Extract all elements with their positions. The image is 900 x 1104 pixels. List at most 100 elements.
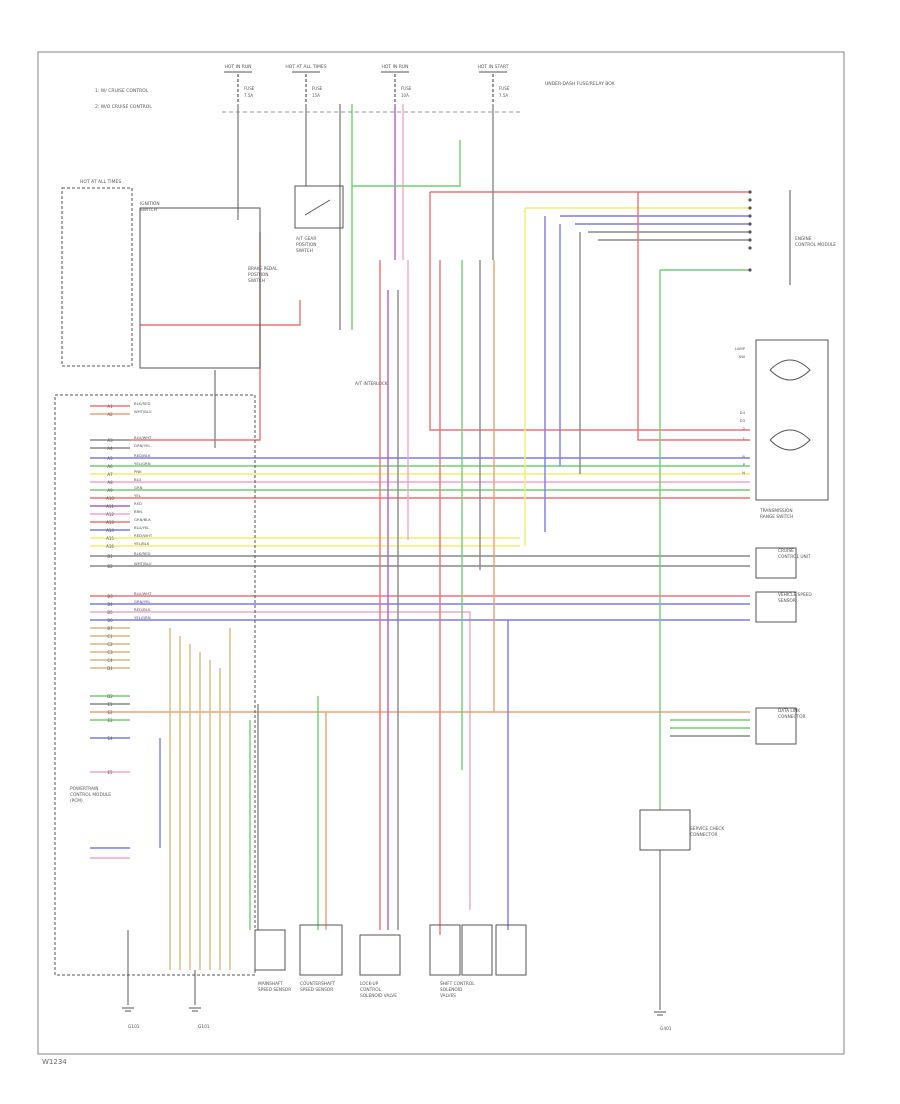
pcm-frame bbox=[54, 394, 256, 976]
pcm-pin-label: A4 bbox=[107, 446, 113, 451]
gear-switch-box bbox=[755, 339, 829, 501]
pcm-wire-code: RED/BLK bbox=[134, 453, 151, 458]
pcm-pin-label: A9 bbox=[107, 488, 113, 493]
component-label-pcm: POWERTRAIN bbox=[70, 786, 98, 792]
pcm-wire-code: YEL/BLK bbox=[134, 541, 150, 546]
pcm-wire-code: BLU bbox=[134, 477, 142, 482]
pcm-wire-code: GRN bbox=[134, 485, 143, 490]
fuse-3-label: HOT IN RUN bbox=[381, 64, 408, 70]
pcm-pin-label: A7 bbox=[107, 472, 113, 477]
gear-switch-pin-label: 1 bbox=[743, 436, 746, 441]
component-label-gear-switch: TRANSMISSION bbox=[759, 508, 793, 514]
component-label-lockup: CONTROL bbox=[360, 987, 382, 993]
component-label-pcm: CONTROL MODULE bbox=[70, 792, 111, 798]
component-label-ground-1: G101 bbox=[128, 1024, 140, 1030]
pcm-wire-code: YEL/GRN bbox=[134, 615, 151, 620]
diagram-frame bbox=[37, 51, 845, 1055]
pcm-wire-code: RED bbox=[134, 501, 142, 506]
wire-red-gear-2 bbox=[637, 192, 750, 441]
component-label-ground-2: G101 bbox=[198, 1024, 210, 1030]
counter-shaft-box bbox=[299, 924, 343, 976]
fuse-4-amp: 7.5A bbox=[499, 93, 508, 98]
pcm-pin-label: C3 bbox=[107, 650, 113, 655]
gear-switch-pin-label: P bbox=[743, 462, 746, 467]
pcm-wire-code: YEL/GRN bbox=[134, 461, 151, 466]
pcm-pin-label: A1 bbox=[107, 404, 113, 409]
connector-pin bbox=[748, 190, 752, 194]
footer-code: W1234 bbox=[42, 1058, 67, 1066]
pcm-pin-label: A5 bbox=[107, 456, 113, 461]
component-label-shift-lock: SWITCH bbox=[296, 248, 313, 254]
pcm-pin-label: B2 bbox=[107, 564, 113, 569]
pcm-pin-label: B3 bbox=[107, 594, 113, 599]
pcm-wire-code: GRN/BLK bbox=[134, 517, 151, 522]
gear-switch-pin-label: N bbox=[742, 470, 745, 475]
component-label-ignition: IGNITION bbox=[140, 201, 160, 207]
pcm-wire-code: RED/BLK bbox=[134, 607, 151, 612]
component-label-shift-solenoids: SOLENOID bbox=[440, 987, 463, 993]
connector-pin bbox=[748, 268, 752, 272]
pcm-pin-label: A11 bbox=[106, 504, 114, 509]
component-label-dlc: SERVICE CHECK bbox=[690, 826, 724, 832]
component-label-data-link: CONNECTOR bbox=[778, 714, 806, 720]
component-label-shift-solenoids: SHIFT CONTROL bbox=[440, 981, 475, 987]
shift-lock-box bbox=[294, 185, 344, 229]
pcm-pin-label: B7 bbox=[107, 626, 113, 631]
lockup-box bbox=[359, 934, 401, 976]
pcm-pin-label: A12 bbox=[106, 512, 114, 517]
component-label-shift-lock: POSITION bbox=[296, 242, 316, 248]
component-label-engine-ctrl: CONTROL MODULE bbox=[795, 242, 836, 248]
wire-green-jump bbox=[352, 140, 461, 187]
connector-pin bbox=[748, 198, 752, 202]
main-relay-box bbox=[61, 187, 133, 367]
pcm-pin-label: E2 bbox=[107, 710, 113, 715]
pcm-wire-code: WHT/BLU bbox=[134, 561, 152, 566]
connector-pin bbox=[748, 222, 752, 226]
component-label-brake-switch: SWITCH bbox=[248, 278, 265, 284]
fuse-2-label: HOT AT ALL TIMES bbox=[285, 64, 326, 70]
component-label-cruise-unit: CONTROL UNIT bbox=[778, 554, 811, 560]
pcm-pin-label: C4 bbox=[107, 658, 113, 663]
connector-pin bbox=[748, 246, 752, 250]
component-label-gear-switch: RANGE SWITCH bbox=[760, 514, 793, 520]
component-label-brake-switch: BRAKE PEDAL bbox=[248, 266, 278, 272]
fuse-4-sub: FUSE bbox=[499, 86, 510, 91]
component-label-lockup: SOLENOID VALVE bbox=[360, 993, 397, 999]
fuse-1-amp: 7.5A bbox=[244, 93, 253, 98]
fuse-3-amp: 10A bbox=[401, 93, 409, 98]
gear-switch-pin-label: D4 bbox=[740, 410, 746, 415]
pcm-pin-label: D2 bbox=[107, 694, 113, 699]
fuse-box-caption: UNDER-DASH FUSE/RELAY BOX bbox=[545, 81, 615, 87]
fuse-4-label: HOT IN START bbox=[477, 64, 508, 70]
pcm-pin-label: C1 bbox=[107, 634, 113, 639]
wire-layer bbox=[90, 104, 750, 1010]
pcm-wire-code: RED/WHT bbox=[134, 533, 153, 538]
pcm-pin-label: A6 bbox=[107, 464, 113, 469]
component-label-lockup: LOCK-UP bbox=[360, 981, 379, 987]
pcm-pin-label: B5 bbox=[107, 610, 113, 615]
component-label-ground-3: G401 bbox=[660, 1026, 672, 1032]
gear-switch-pin-label: R bbox=[742, 454, 745, 459]
pcm-pin-label: A16 bbox=[106, 544, 114, 549]
pcm-wire-code: GRN/YEL bbox=[134, 443, 151, 448]
component-label-interlock: A/T INTERLOCK bbox=[355, 381, 388, 387]
pcm-pin-label: A8 bbox=[107, 480, 113, 485]
component-label-cruise-unit: CRUISE bbox=[778, 548, 794, 554]
component-label-shift-solenoids: VALVES bbox=[440, 993, 456, 999]
component-label-engine-ctrl: ENGINE bbox=[795, 236, 812, 242]
pcm-wire-code: BLU/WHT bbox=[134, 435, 152, 440]
gear-switch-pin-label: LAMP bbox=[735, 346, 746, 351]
pcm-pin-label: A3 bbox=[107, 438, 113, 443]
pcm-wire-code: WHT/BLU bbox=[134, 409, 152, 414]
legend-note: 1: W/ CRUISE CONTROL bbox=[95, 88, 149, 94]
gear-switch-pin-label: SW bbox=[739, 354, 745, 359]
legend-note: 2: W/O CRUISE CONTROL bbox=[95, 104, 152, 110]
component-label-main-shaft: SPEED SENSOR bbox=[258, 987, 291, 993]
solenoid-c-box bbox=[495, 924, 527, 976]
service-connector-box bbox=[639, 809, 691, 851]
component-label-dlc: CONNECTOR bbox=[690, 832, 718, 838]
pcm-pin-label: C2 bbox=[107, 642, 113, 647]
